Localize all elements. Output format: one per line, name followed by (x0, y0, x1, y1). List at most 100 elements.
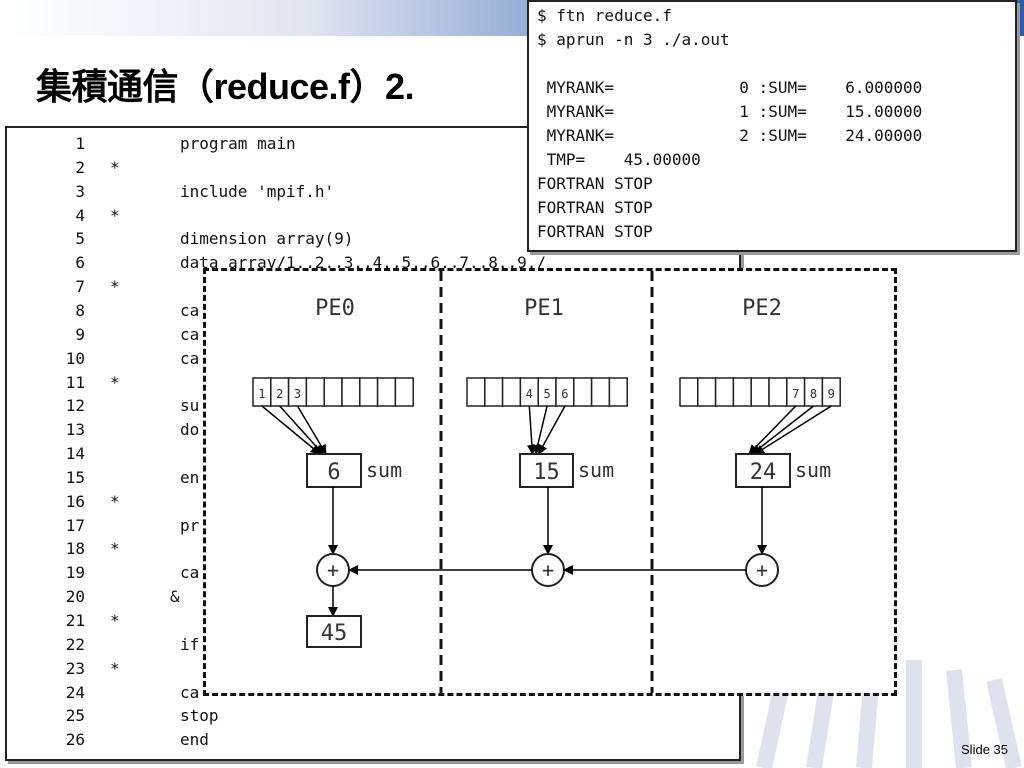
comment-marker: * (110, 157, 120, 177)
plus-symbol: + (756, 558, 768, 582)
code-text: if (180, 634, 200, 654)
terminal-line: MYRANK= 0 :SUM= 6.000000 (537, 78, 923, 97)
code-line: 24 ca (7, 681, 735, 705)
array-cell (750, 377, 770, 407)
sum-box (735, 453, 791, 488)
comment-marker: * (110, 539, 120, 559)
line-number: 23 (65, 658, 85, 678)
sum-box (306, 453, 362, 488)
gather-arrow (279, 405, 324, 455)
code-line: 12 su (7, 394, 735, 418)
plus-symbol: + (327, 558, 339, 582)
code-line: 18 * (7, 537, 735, 561)
gather-arrow (532, 405, 548, 455)
code-line: 16 * (7, 490, 735, 514)
code-line: 8 ca (7, 299, 735, 323)
line-number: 18 (65, 539, 85, 559)
array-cell (697, 377, 717, 407)
code-text: ca (180, 324, 200, 344)
array-cell (305, 377, 325, 407)
terminal-line: TMP= 45.00000 (537, 150, 701, 169)
code-line: 21* (7, 609, 735, 633)
line-number: 13 (65, 420, 85, 440)
line-number: 10 (65, 348, 85, 368)
pe-label: PE1 (524, 296, 564, 321)
sum-label: sum (578, 458, 614, 482)
sum-label: sum (795, 458, 831, 482)
line-number: 17 (65, 515, 85, 535)
code-line: 14 (7, 442, 735, 466)
line-number: 3 (75, 181, 85, 201)
array-cell (376, 377, 397, 407)
terminal-line: FORTRAN STOP (537, 222, 653, 241)
line-number: 12 (65, 396, 85, 416)
comment-marker: * (110, 491, 120, 511)
terminal-line: MYRANK= 1 :SUM= 15.00000 (537, 102, 923, 121)
code-text: ca (180, 682, 200, 702)
array-cell (466, 377, 486, 407)
code-text: end (180, 730, 209, 750)
code-text: ca (180, 563, 200, 583)
code-line: 17 pr (7, 514, 735, 538)
line-number: 20 (65, 587, 85, 607)
sum-value: 24 (750, 460, 777, 485)
result-box (306, 615, 362, 648)
code-line: 19 ca (7, 561, 735, 585)
array-value: 4 (526, 387, 533, 401)
comment-marker: * (110, 372, 120, 392)
terminal-line: FORTRAN STOP (537, 198, 653, 217)
pe-label: PE2 (742, 296, 782, 321)
line-number: 8 (75, 300, 85, 320)
gather-arrow (261, 405, 321, 455)
code-line: 11 * (7, 371, 735, 395)
terminal-line: $ aprun -n 3 ./a.out (537, 30, 730, 49)
code-line: 4* (7, 204, 735, 228)
line-number: 19 (65, 563, 85, 583)
code-text: data array/1.,2.,3.,4.,5.,6.,7.,8.,9./ (180, 253, 547, 273)
code-text: ca (180, 348, 200, 368)
line-number: 9 (75, 324, 85, 344)
terminal-output: $ ftn reduce.f $ aprun -n 3 ./a.out MYRAN… (527, 0, 1017, 252)
code-text: su (180, 396, 200, 416)
array-value: 3 (294, 387, 301, 401)
code-text: pr (180, 515, 200, 535)
code-text: en (180, 467, 200, 487)
sum-value: 6 (327, 460, 340, 485)
array-cell (768, 377, 788, 407)
line-number: 26 (65, 730, 85, 750)
array-value: 7 (792, 387, 799, 401)
array-cell (821, 377, 841, 407)
terminal-line: MYRANK= 2 :SUM= 24.00000 (537, 126, 923, 145)
terminal-line: $ ftn reduce.f (537, 6, 672, 25)
array-value: 2 (276, 387, 283, 401)
slide-title: 集積通信（reduce.f）2. (36, 66, 415, 107)
gather-arrow (296, 405, 327, 455)
code-text: stop (180, 706, 219, 726)
array-value: 8 (810, 387, 817, 401)
result-value: 45 (321, 621, 348, 646)
line-number: 24 (65, 682, 85, 702)
comment-marker: * (110, 277, 120, 297)
array-value: 5 (543, 387, 550, 401)
code-text: program main (180, 134, 296, 153)
code-line: 26 end (7, 728, 735, 752)
array-cell (484, 377, 504, 407)
array-value: 1 (258, 387, 265, 401)
comment-marker: * (110, 658, 120, 678)
code-text: ca (180, 300, 200, 320)
sum-label: sum (366, 458, 402, 482)
array-cell (501, 377, 522, 407)
line-number: 16 (65, 491, 85, 511)
line-number: 11 (65, 372, 85, 392)
plus-symbol: + (542, 558, 554, 582)
line-number: 21 (65, 611, 85, 630)
line-number: 14 (65, 444, 85, 464)
code-line: 23 * (7, 657, 735, 681)
